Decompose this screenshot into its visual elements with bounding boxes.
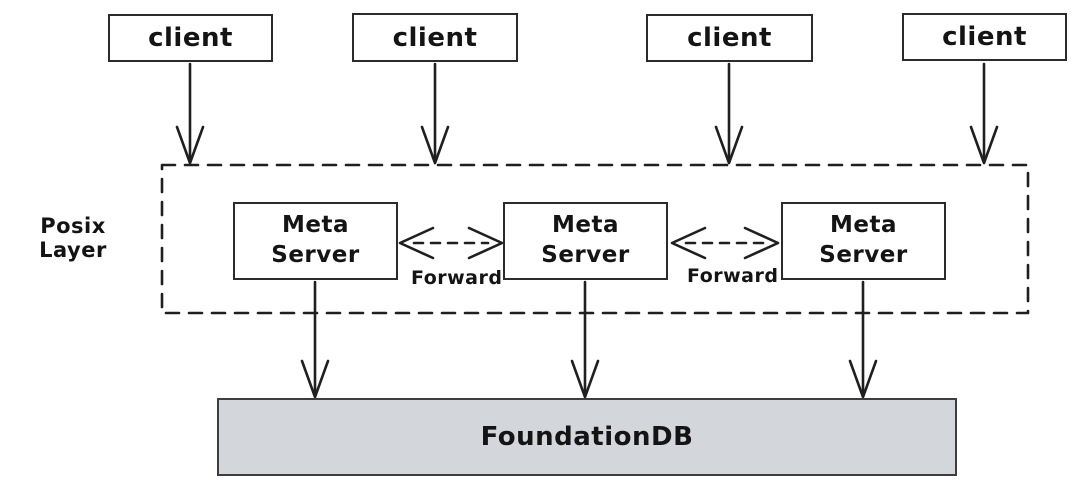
forward-edge-label-2: Forward <box>687 265 779 287</box>
forward-edge-label-1: Forward <box>411 267 503 289</box>
meta-db-arrow-1 <box>300 280 330 399</box>
client-node-2-label: client <box>392 22 478 53</box>
foundationdb-node: FoundationDB <box>217 398 957 476</box>
client-node-2: client <box>352 13 518 62</box>
meta-server-node-2-label: Meta Server <box>541 212 630 268</box>
meta-db-arrow-3 <box>848 280 878 399</box>
client-arrow-1 <box>175 62 205 165</box>
client-arrow-4 <box>969 62 999 165</box>
meta-server-node-2: Meta Server <box>503 202 668 280</box>
meta-server-node-1: Meta Server <box>233 202 398 280</box>
meta-server-node-3-label: Meta Server <box>819 212 908 268</box>
foundationdb-node-label: FoundationDB <box>480 422 694 452</box>
posix-layer-boundary <box>160 163 1030 315</box>
forward-arrow-2 <box>670 226 780 260</box>
meta-server-node-1-label: Meta Server <box>271 212 360 268</box>
forward-arrow-1 <box>398 226 504 260</box>
client-node-4: client <box>902 13 1067 61</box>
client-node-1: client <box>108 14 273 62</box>
client-arrow-3 <box>714 62 744 165</box>
client-arrow-2 <box>420 62 450 165</box>
meta-db-arrow-2 <box>570 280 600 399</box>
meta-server-node-3: Meta Server <box>781 202 946 280</box>
client-node-4-label: client <box>942 22 1027 52</box>
client-node-3-label: client <box>687 23 772 53</box>
posix-layer-label: Posix Layer <box>39 214 107 262</box>
client-node-3: client <box>646 14 813 62</box>
client-node-1-label: client <box>148 23 233 53</box>
